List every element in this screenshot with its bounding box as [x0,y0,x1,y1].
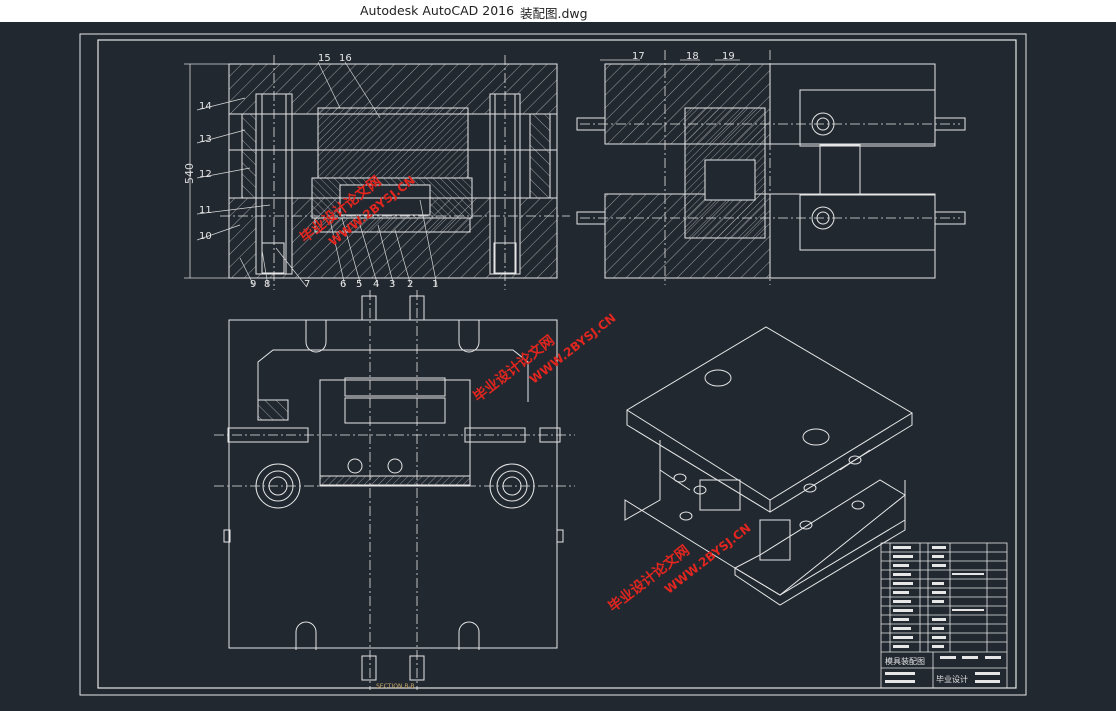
title-bar: Autodesk AutoCAD 2016 装配图.dwg [0,0,1116,22]
watermark-3: 毕业设计论文网 WWW.2BYSJ.CN [605,521,754,616]
part-number-10: 10 [199,231,212,242]
part-number-7: 7 [304,279,310,290]
cad-drawing: 540 15 16 14 13 12 11 10 9 8 7 6 5 4 [79,33,1027,696]
part-number-4: 4 [373,279,379,290]
part-number-2: 2 [407,279,413,290]
title-block-fill-marks [885,546,1001,683]
watermark-2: 毕业设计论文网 WWW.2BYSJ.CN [470,311,619,406]
part-number-16: 16 [339,53,352,64]
title-block [880,542,1008,689]
leader-lines [196,59,740,287]
drawing-canvas[interactable]: 540 15 16 14 13 12 11 10 9 8 7 6 5 4 [0,22,1116,711]
dimension-540 [184,63,229,279]
part-number-1: 1 [432,279,438,290]
side-view-centerlines [580,50,960,285]
part-number-6: 6 [340,279,346,290]
part-number-9: 9 [250,279,256,290]
dimension-540-label: 540 [183,163,196,184]
part-number-11: 11 [199,205,212,216]
side-section-view [576,63,966,279]
app-title: Autodesk AutoCAD 2016 [360,3,515,18]
plan-view [223,295,564,681]
part-number-8: 8 [264,279,270,290]
part-number-14: 14 [199,101,212,112]
part-number-5: 5 [356,279,362,290]
plan-view-centerlines [214,290,575,690]
front-section-view [228,63,558,279]
file-name: 装配图.dwg [520,6,588,21]
part-number-18: 18 [686,51,699,62]
part-number-19: 19 [722,51,735,62]
title-block-design-label: 毕业设计 [936,674,968,684]
front-view-centerlines [220,55,570,290]
section-caption: SECTION B-B [376,683,415,690]
part-number-17: 17 [632,51,645,62]
part-number-3: 3 [389,279,395,290]
part-number-13: 13 [199,134,212,145]
sheet-outer-border [79,33,1027,696]
part-number-12: 12 [199,169,212,180]
sheet-inner-border [97,39,1017,689]
title-block-drawing-name: 模具装配图 [885,656,925,666]
part-number-15: 15 [318,53,331,64]
isometric-view [624,326,913,606]
